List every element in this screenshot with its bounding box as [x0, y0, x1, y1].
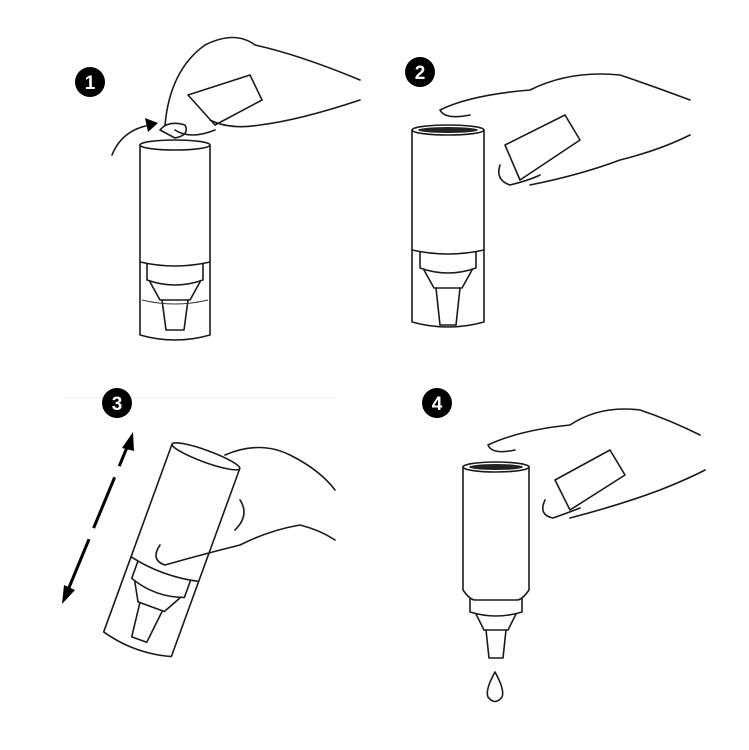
bottle-3	[102, 441, 241, 658]
water-drop	[486, 671, 504, 703]
hand-2	[439, 73, 691, 186]
step-2-panel: 2	[405, 57, 691, 328]
step-2-badge: 2	[405, 57, 435, 87]
hand-3	[155, 446, 336, 566]
arrow-head	[145, 118, 158, 132]
hand-4	[487, 408, 706, 519]
step-1-panel: 1	[75, 36, 361, 341]
step-1-number: 1	[85, 73, 96, 94]
step-3-panel: 3	[62, 388, 336, 658]
step-4-panel: 4	[422, 388, 706, 703]
step-2-number: 2	[415, 63, 426, 84]
hand-1	[164, 36, 361, 136]
bottle-4	[462, 461, 530, 659]
step-4-number: 4	[432, 394, 443, 415]
step-4-badge: 4	[422, 388, 452, 418]
bottle-1	[139, 139, 211, 341]
double-arrow	[62, 432, 134, 604]
step-3-number: 3	[112, 394, 123, 415]
rotate-arrow	[111, 124, 151, 156]
step-3-badge: 3	[102, 388, 132, 418]
step-1-badge: 1	[75, 67, 105, 97]
bottle-2	[411, 124, 485, 328]
